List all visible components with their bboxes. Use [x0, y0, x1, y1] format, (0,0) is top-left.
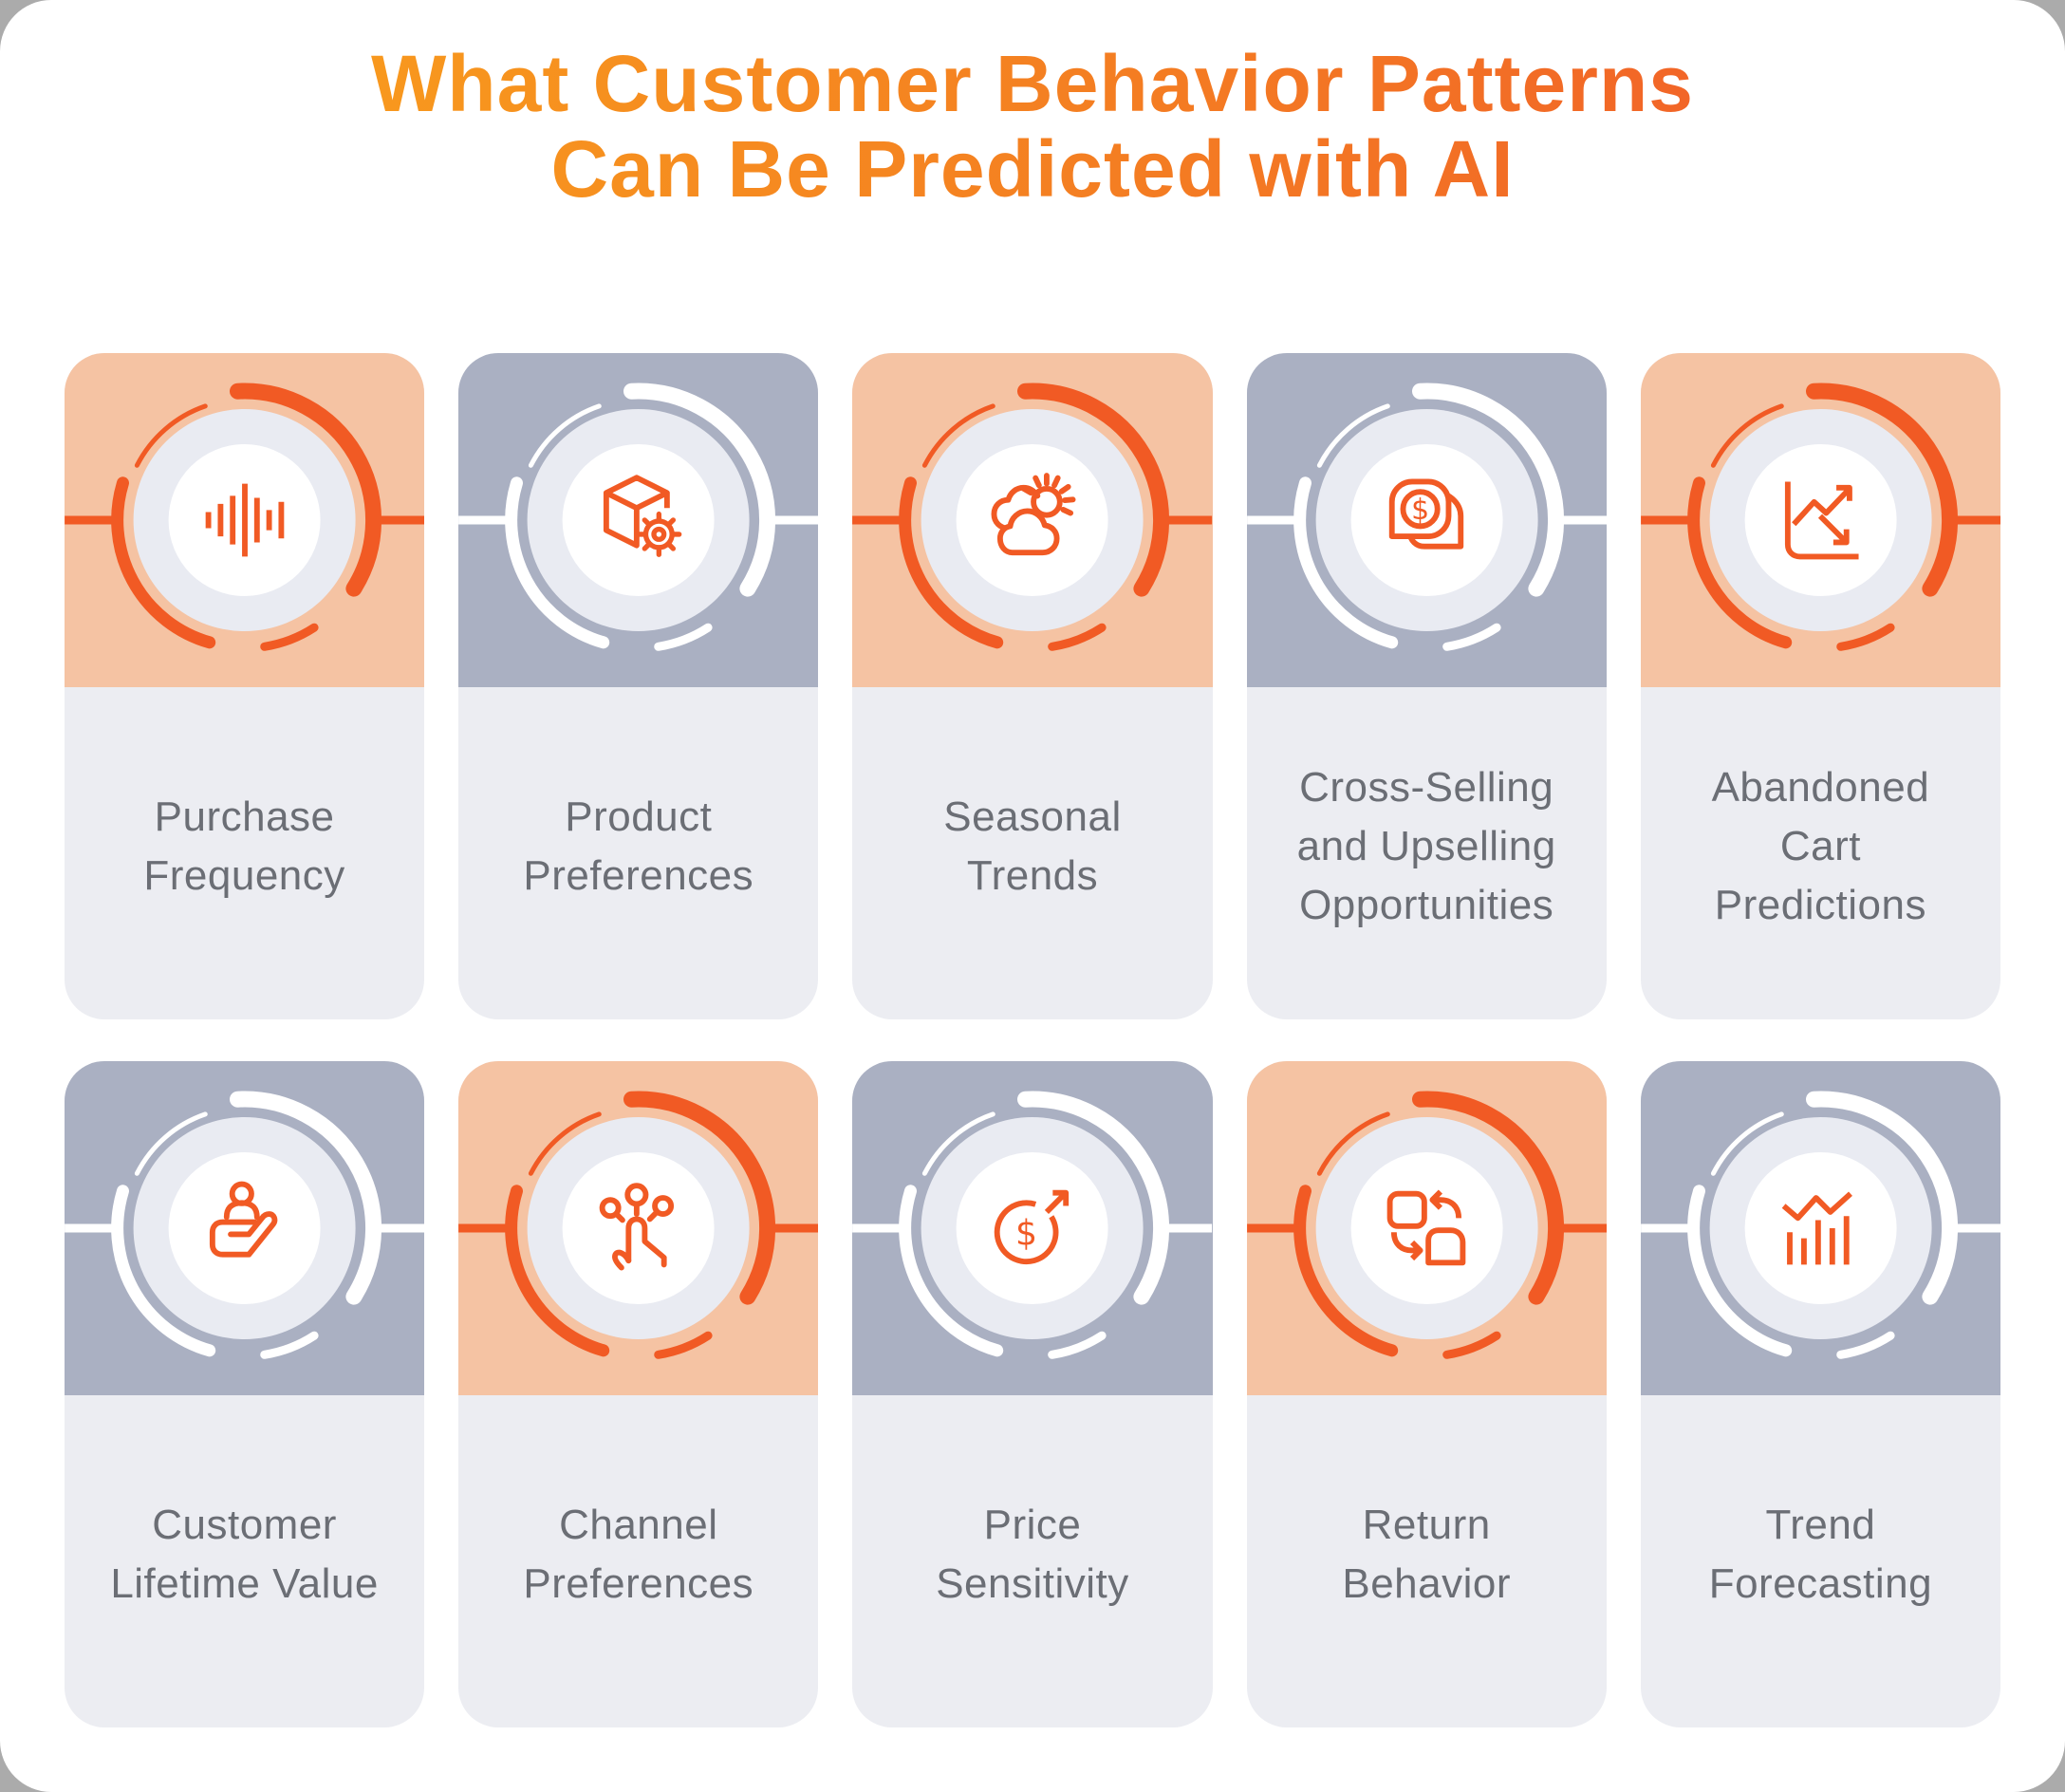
card-header	[1640, 352, 2000, 687]
chart-arrows-icon	[1759, 459, 1881, 581]
touch-nodes-icon	[578, 1167, 699, 1289]
progress-ring-decoration	[65, 1091, 425, 1359]
card-header	[458, 1060, 819, 1395]
card-body: Price Sensitivity	[852, 1395, 1212, 1727]
cube-gear-icon	[578, 459, 699, 581]
person-hand-icon	[184, 1167, 306, 1289]
svg-text:$: $	[1015, 1212, 1037, 1253]
card-purchase-frequency: Purchase Frequency	[65, 352, 425, 1019]
sun-clouds-icon	[972, 459, 1093, 581]
card-channel-preferences: Channel Preferences	[458, 1060, 819, 1727]
card-grid: Purchase Frequency Product Preferences	[65, 352, 2000, 1727]
card-label: Channel Preferences	[523, 1502, 754, 1607]
card-label: Purchase Frequency	[143, 793, 345, 899]
card-trend-forecasting: Trend Forecasting	[1640, 1060, 2000, 1727]
card-body: Abandoned Cart Predictions	[1641, 687, 2000, 1019]
page-title: What Customer Behavior Patterns Can Be P…	[0, 41, 2065, 213]
card-cross-selling: $ Cross-Selling and Upselling Opportunit…	[1246, 352, 1607, 1019]
card-return-behavior: Return Behavior	[1246, 1060, 1607, 1727]
waveform-icon	[184, 459, 306, 581]
card-header	[65, 1060, 425, 1395]
card-label: Trend Forecasting	[1708, 1502, 1933, 1607]
dollar-chat-icon: $	[1366, 459, 1487, 581]
card-body: Seasonal Trends	[852, 687, 1212, 1019]
dollar-arrow-icon: $	[972, 1167, 1093, 1289]
card-label: Price Sensitivity	[936, 1502, 1129, 1607]
card-label: Cross-Selling and Upselling Opportunitie…	[1296, 764, 1556, 928]
card-header: $	[852, 1060, 1213, 1395]
card-header	[458, 352, 819, 687]
card-header	[65, 352, 425, 687]
progress-ring-decoration	[458, 1091, 819, 1359]
card-header	[852, 352, 1213, 687]
card-header	[1640, 1060, 2000, 1395]
card-price-sensitivity: $ Price Sensitivity	[852, 1060, 1213, 1727]
card-seasonal-trends: Seasonal Trends	[852, 352, 1213, 1019]
card-body: Customer Lifetime Value	[65, 1395, 424, 1727]
progress-ring-decoration	[1246, 1091, 1607, 1359]
card-product-preferences: Product Preferences	[458, 352, 819, 1019]
card-header: $	[1246, 352, 1607, 687]
card-customer-lifetime-value: Customer Lifetime Value	[65, 1060, 425, 1727]
progress-ring-decoration	[852, 383, 1213, 651]
card-abandoned-cart: Abandoned Cart Predictions	[1640, 352, 2000, 1019]
card-body: Return Behavior	[1247, 1395, 1607, 1727]
svg-text:$: $	[1411, 494, 1429, 527]
progress-ring-decoration	[852, 1091, 1213, 1359]
card-header	[1246, 1060, 1607, 1395]
card-body: Cross-Selling and Upselling Opportunitie…	[1247, 687, 1607, 1019]
card-body: Channel Preferences	[458, 1395, 818, 1727]
card-label: Abandoned Cart Predictions	[1711, 764, 1930, 928]
card-label: Customer Lifetime Value	[110, 1502, 379, 1607]
card-body: Trend Forecasting	[1641, 1395, 2000, 1727]
swap-boxes-icon	[1366, 1167, 1487, 1289]
card-label: Product Preferences	[523, 793, 754, 899]
bars-trend-icon	[1759, 1167, 1881, 1289]
card-label: Seasonal Trends	[943, 793, 1122, 899]
card-body: Product Preferences	[458, 687, 818, 1019]
card-label: Return Behavior	[1342, 1502, 1512, 1607]
card-body: Purchase Frequency	[65, 687, 424, 1019]
